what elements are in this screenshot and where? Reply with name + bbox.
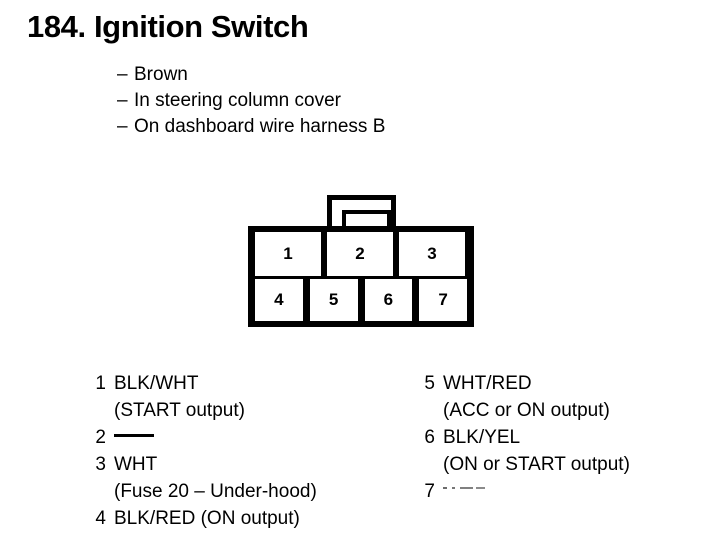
dash-bullet-icon: – xyxy=(117,116,128,137)
legend-pin-number: 6 xyxy=(424,427,435,448)
terminal-1[interactable]: 1 xyxy=(255,232,321,276)
attribute-harness-value: On dashboard wire harness B xyxy=(134,116,386,137)
attribute-item-location: – In steering column cover xyxy=(117,88,385,114)
connector-attribute-list: – Brown – In steering column cover – On … xyxy=(117,62,385,140)
dash-bullet-icon: – xyxy=(117,64,128,85)
attribute-color-value: Brown xyxy=(134,64,188,85)
terminal-6[interactable]: 6 xyxy=(364,279,413,321)
legend-wire-color: BLK/YEL xyxy=(443,427,521,448)
legend-pin-number: 5 xyxy=(424,373,435,394)
terminal-row-bottom: 4 5 6 7 xyxy=(248,279,474,321)
legend-column-right: 5 WHT/RED (ACC or ON output) 6 BLK/YEL (… xyxy=(409,370,704,505)
connector-latch-inner-icon xyxy=(342,210,391,233)
legend-wire-color: BLK/RED (ON output) xyxy=(114,508,300,529)
page-title: 184. Ignition Switch xyxy=(27,9,309,44)
attribute-item-harness: – On dashboard wire harness B xyxy=(117,114,385,140)
terminal-4[interactable]: 4 xyxy=(255,279,303,321)
legend-pin-number: 3 xyxy=(95,454,106,475)
legend-entry-pin-1: 1 BLK/WHT (START output) xyxy=(80,370,410,424)
pin-legend: 1 BLK/WHT (START output) 2 3 WHT (Fuse 2… xyxy=(0,370,704,550)
attribute-item-color: – Brown xyxy=(117,62,385,88)
legend-unused-dash-icon xyxy=(443,485,485,492)
legend-pin-detail: (Fuse 20 – Under-hood) xyxy=(114,481,317,502)
terminal-2[interactable]: 2 xyxy=(327,232,393,276)
legend-pin-detail: (ON or START output) xyxy=(443,454,630,475)
terminal-3[interactable]: 3 xyxy=(399,232,465,276)
legend-entry-pin-2: 2 xyxy=(80,424,410,451)
terminal-row-top: 1 2 3 xyxy=(248,232,474,276)
legend-wire-color: WHT xyxy=(114,454,158,475)
connector-latch-icon xyxy=(327,195,396,233)
legend-unused-dash-icon xyxy=(114,434,154,437)
legend-pin-number: 1 xyxy=(95,373,106,394)
attribute-location-value: In steering column cover xyxy=(134,90,341,111)
legend-entry-pin-5: 5 WHT/RED (ACC or ON output) xyxy=(409,370,704,424)
legend-pin-number: 7 xyxy=(424,481,435,502)
legend-pin-number: 4 xyxy=(95,508,106,529)
legend-entry-pin-3: 3 WHT (Fuse 20 – Under-hood) xyxy=(80,451,410,505)
legend-pin-detail: (ACC or ON output) xyxy=(443,400,610,421)
legend-entry-pin-7: 7 xyxy=(409,478,704,505)
connector-diagram: 1 2 3 4 5 6 7 xyxy=(248,195,474,327)
connector-body: 1 2 3 4 5 6 7 xyxy=(248,226,474,327)
legend-wire-color: WHT/RED xyxy=(443,373,532,394)
legend-column-left: 1 BLK/WHT (START output) 2 3 WHT (Fuse 2… xyxy=(80,370,410,532)
legend-wire-color: BLK/WHT xyxy=(114,373,199,394)
legend-entry-pin-6: 6 BLK/YEL (ON or START output) xyxy=(409,424,704,478)
legend-pin-detail: (START output) xyxy=(114,400,245,421)
dash-bullet-icon: – xyxy=(117,90,128,111)
terminal-5[interactable]: 5 xyxy=(309,279,358,321)
terminal-7[interactable]: 7 xyxy=(419,279,467,321)
legend-pin-number: 2 xyxy=(95,427,106,448)
legend-entry-pin-4: 4 BLK/RED (ON output) xyxy=(80,505,410,532)
